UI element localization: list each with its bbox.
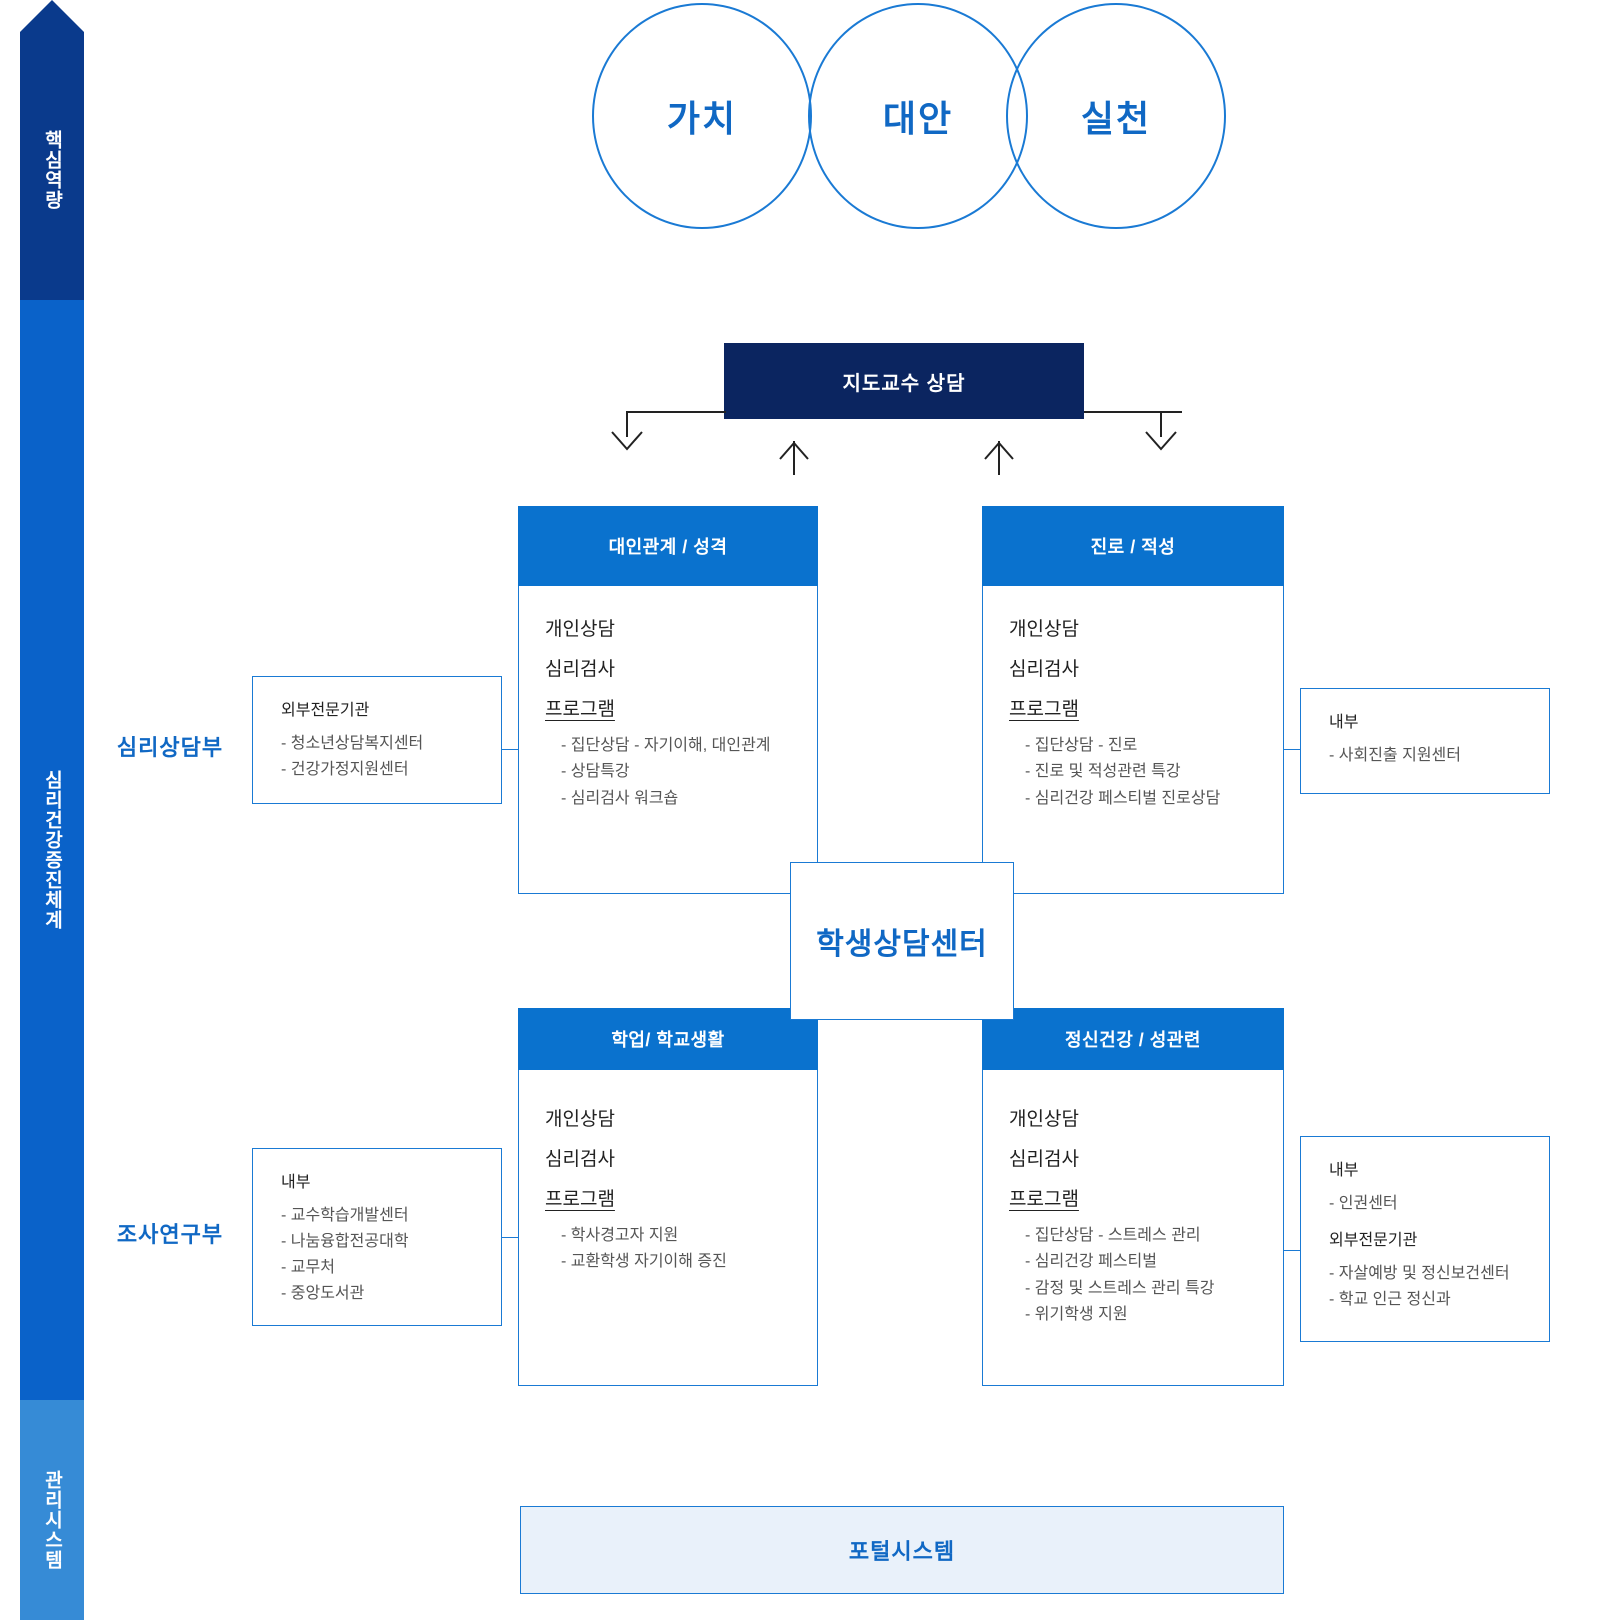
sidebox-left-lower-item-0: - 교수학습개발센터 bbox=[281, 1207, 409, 1224]
connector-right-upper bbox=[1284, 749, 1300, 750]
panel-career-program-item-0: - 집단상담 - 진로 bbox=[1025, 737, 1138, 754]
student-counseling-center-box: 학생상담센터 bbox=[790, 862, 1014, 1020]
sidebox-left-upper-item-0: - 청소년상담복지센터 bbox=[281, 735, 424, 752]
navy-left-arrowhead-icon bbox=[611, 431, 643, 451]
connector-left-upper bbox=[502, 749, 518, 750]
panel-mental-health-program-item-1: - 심리건강 페스티벌 bbox=[1025, 1253, 1157, 1271]
panel-mental-health-service-0: 개인상담 bbox=[1009, 1109, 1079, 1130]
navy-left-vertical-line bbox=[626, 411, 628, 437]
circle-practice: 실천 bbox=[1006, 3, 1226, 229]
circle-alternative-label: 대안 bbox=[882, 98, 954, 139]
panel-academic-body: 개인상담 심리검사 프로그램 - 학사경고자 지원 - 교환학생 자기이해 증진 bbox=[518, 1110, 818, 1276]
panel-interpersonal-service-1: 심리검사 bbox=[545, 659, 615, 680]
panel-interpersonal-program-item-2: - 심리검사 워크숍 bbox=[561, 789, 679, 807]
navy-right-arrowhead-icon bbox=[1145, 431, 1177, 451]
portal-system-box: 포털시스템 bbox=[520, 1506, 1284, 1594]
panel-mental-health bbox=[982, 1008, 1284, 1386]
circle-alternative: 대안 bbox=[808, 3, 1028, 229]
ribbon-segment-2-body bbox=[20, 300, 84, 1400]
panel-mental-health-program-item-2: - 감정 및 스트레스 관리 특강 bbox=[1025, 1279, 1215, 1297]
up-arrow-right-head-icon bbox=[984, 441, 1014, 460]
panel-career-header: 진로 / 적성 bbox=[982, 506, 1284, 586]
panel-academic-title: 학업/ 학교생활 bbox=[611, 1030, 725, 1050]
sidebox-left-upper-title-0: 외부전문기관 bbox=[281, 702, 370, 719]
navy-right-vertical-line bbox=[1160, 411, 1162, 437]
panel-career-program-label: 프로그램 bbox=[1009, 699, 1079, 720]
panel-interpersonal-program-item-0: - 집단상담 - 자기이해, 대인관계 bbox=[561, 737, 771, 754]
panel-career-body: 개인상담 심리검사 프로그램 - 집단상담 - 진로 - 진로 및 적성관련 특… bbox=[982, 620, 1284, 812]
panel-interpersonal-program-item-1: - 상담특강 bbox=[561, 763, 630, 781]
up-arrow-left-shaft bbox=[793, 441, 795, 475]
ribbon-label-mental-health-system: 심리건강증진체계 bbox=[41, 770, 63, 930]
sidebox-right-lower-title-0: 내부 bbox=[1329, 1162, 1359, 1179]
ribbon-segment-1-head bbox=[20, 0, 84, 32]
panel-mental-health-service-1: 심리검사 bbox=[1009, 1149, 1079, 1170]
up-arrow-right-shaft bbox=[998, 441, 1000, 475]
ribbon-label-management-system: 관리시스템 bbox=[41, 1470, 63, 1570]
panel-academic-program-label: 프로그램 bbox=[545, 1189, 615, 1210]
connector-left-lower bbox=[502, 1237, 518, 1238]
dept-label-counseling: 심리상담부 bbox=[116, 735, 224, 760]
panel-interpersonal-header: 대인관계 / 성격 bbox=[518, 506, 818, 586]
up-arrow-left-head-icon bbox=[779, 441, 809, 460]
ribbon-segment-3-body bbox=[20, 1400, 84, 1620]
panel-academic-service-1: 심리검사 bbox=[545, 1149, 615, 1170]
sidebox-left-upper: 외부전문기관 - 청소년상담복지센터 - 건강가정지원센터 bbox=[252, 676, 502, 804]
panel-interpersonal-program-label: 프로그램 bbox=[545, 699, 615, 720]
circle-value-label: 가치 bbox=[666, 98, 738, 139]
panel-career-service-1: 심리검사 bbox=[1009, 659, 1079, 680]
ribbon-label-core-competency: 핵심역량 bbox=[41, 130, 63, 210]
panel-career-service-0: 개인상담 bbox=[1009, 619, 1079, 640]
panel-mental-health-body: 개인상담 심리검사 프로그램 - 집단상담 - 스트레스 관리 - 심리건강 페… bbox=[982, 1110, 1284, 1329]
sidebox-right-lower-item-1: - 자살예방 및 정신보건센터 bbox=[1329, 1264, 1510, 1282]
panel-academic-program-item-1: - 교환학생 자기이해 증진 bbox=[561, 1253, 727, 1271]
sidebox-right-upper-item-0: - 사회진출 지원센터 bbox=[1329, 747, 1461, 764]
sidebox-left-lower-item-2: - 교무처 bbox=[281, 1258, 335, 1276]
portal-system-label: 포털시스템 bbox=[848, 1539, 956, 1564]
navy-left-horizontal-line bbox=[626, 411, 726, 413]
circle-practice-label: 실천 bbox=[1080, 98, 1152, 139]
panel-mental-health-program-item-0: - 집단상담 - 스트레스 관리 bbox=[1025, 1227, 1201, 1244]
panel-mental-health-program-label: 프로그램 bbox=[1009, 1189, 1079, 1210]
connector-right-lower bbox=[1284, 1250, 1300, 1251]
sidebox-left-lower: 내부 - 교수학습개발센터 - 나눔융합전공대학 - 교무처 - 중앙도서관 bbox=[252, 1148, 502, 1326]
dept-label-research: 조사연구부 bbox=[116, 1222, 224, 1247]
panel-career-program-item-1: - 진로 및 적성관련 특강 bbox=[1025, 763, 1181, 781]
sidebox-left-lower-item-1: - 나눔융합전공대학 bbox=[281, 1232, 409, 1250]
panel-academic bbox=[518, 1008, 818, 1386]
student-counseling-center-label: 학생상담센터 bbox=[816, 928, 988, 961]
sidebox-right-upper: 내부 - 사회진출 지원센터 bbox=[1300, 688, 1550, 794]
ribbon-segment-1-body bbox=[20, 32, 84, 300]
panel-mental-health-title: 정신건강 / 성관련 bbox=[1065, 1030, 1201, 1050]
sidebox-right-lower-title-1: 외부전문기관 bbox=[1329, 1231, 1418, 1249]
panel-mental-health-header: 정신건강 / 성관련 bbox=[982, 1008, 1284, 1070]
panel-interpersonal-title: 대인관계 / 성격 bbox=[608, 537, 728, 557]
sidebox-left-upper-item-1: - 건강가정지원센터 bbox=[281, 760, 409, 778]
panel-mental-health-program-item-3: - 위기학생 지원 bbox=[1025, 1306, 1128, 1324]
left-ribbon: 핵심역량 심리건강증진체계 관리시스템 bbox=[0, 0, 84, 1620]
sidebox-right-upper-title-0: 내부 bbox=[1329, 714, 1359, 731]
advisor-counseling-label: 지도교수 상담 bbox=[842, 372, 966, 395]
panel-academic-header: 학업/ 학교생활 bbox=[518, 1008, 818, 1070]
panel-career-program-item-2: - 심리건강 페스티벌 진로상담 bbox=[1025, 789, 1221, 807]
panel-academic-service-0: 개인상담 bbox=[545, 1109, 615, 1130]
panel-career-title: 진로 / 적성 bbox=[1090, 537, 1176, 557]
sidebox-right-lower-item-2: - 학교 인근 정신과 bbox=[1329, 1290, 1451, 1308]
sidebox-right-lower-item-0: - 인권센터 bbox=[1329, 1195, 1398, 1212]
panel-academic-program-item-0: - 학사경고자 지원 bbox=[561, 1227, 679, 1244]
panel-interpersonal-service-0: 개인상담 bbox=[545, 619, 615, 640]
circle-value: 가치 bbox=[592, 3, 812, 229]
advisor-counseling-box: 지도교수 상담 bbox=[724, 343, 1084, 419]
sidebox-right-lower: 내부 - 인권센터 외부전문기관 - 자살예방 및 정신보건센터 - 학교 인근… bbox=[1300, 1136, 1550, 1342]
panel-interpersonal-body: 개인상담 심리검사 프로그램 - 집단상담 - 자기이해, 대인관계 - 상담특… bbox=[518, 620, 818, 812]
navy-right-horizontal-line bbox=[1084, 411, 1182, 413]
sidebox-left-lower-title-0: 내부 bbox=[281, 1174, 311, 1191]
sidebox-left-lower-item-3: - 중앙도서관 bbox=[281, 1284, 365, 1302]
